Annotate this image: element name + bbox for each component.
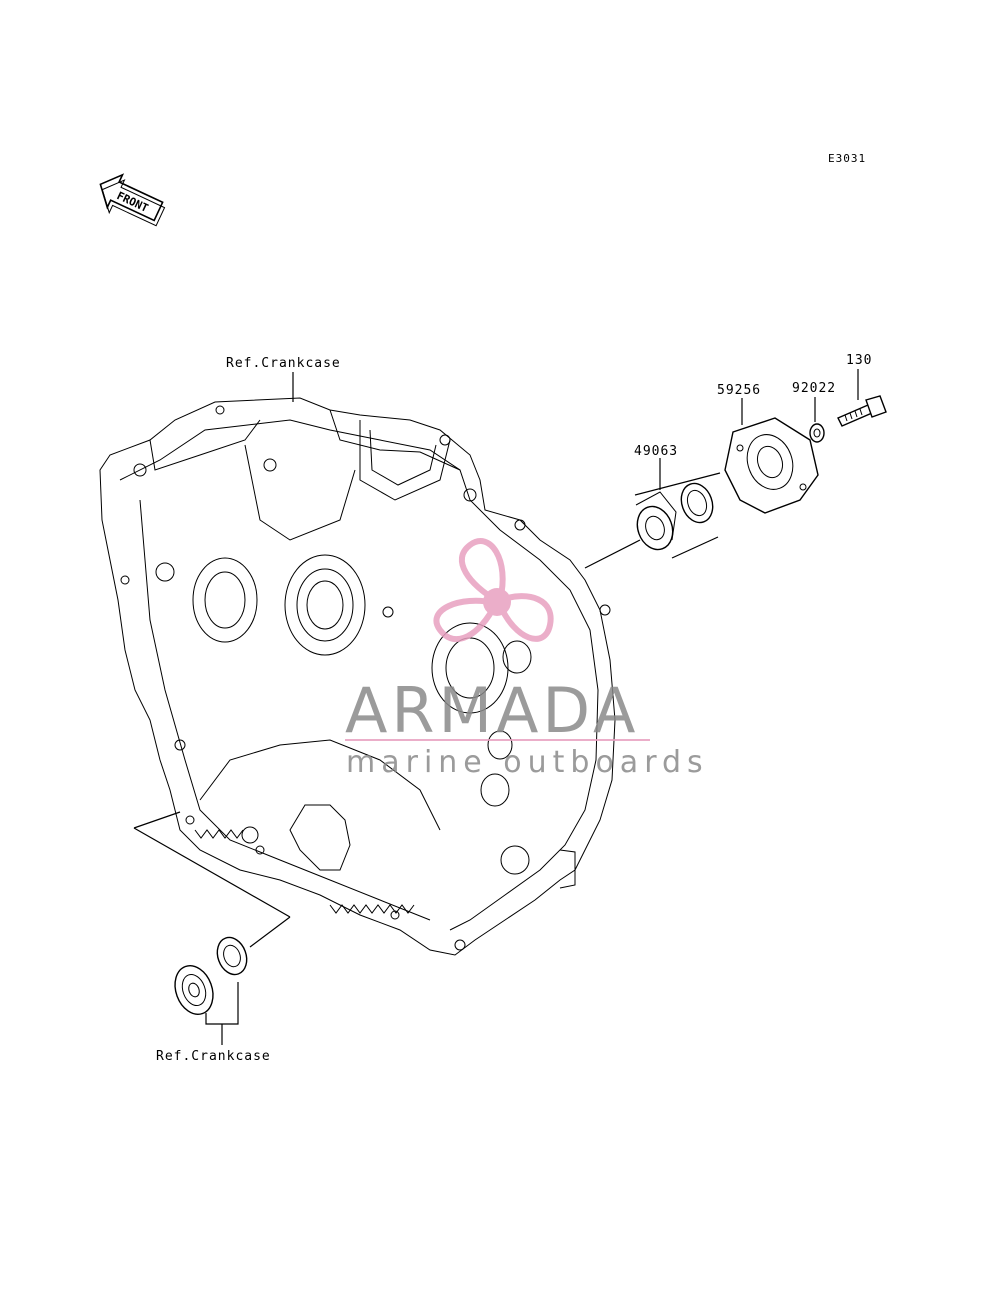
- diagram-code: E3031: [828, 152, 866, 165]
- assembly-bracket-top: [634, 472, 721, 496]
- label-130: 130: [846, 353, 872, 368]
- part-92022-washer: [809, 423, 825, 443]
- part-59256-cover: [724, 417, 819, 514]
- label-ref-crankcase-bottom: Ref.Crankcase: [156, 1049, 271, 1064]
- part-130-bolt: [837, 395, 887, 427]
- bolt-holes: [120, 405, 611, 951]
- label-ref-crankcase-top: Ref.Crankcase: [226, 356, 341, 371]
- label-92022: 92022: [792, 381, 836, 396]
- part-49063-oil-seal: [635, 491, 677, 551]
- assembly-axis-line: [584, 539, 641, 569]
- leader-ref-crankcase-bottom: [205, 982, 239, 1045]
- part-lower-bearing-small: [216, 936, 248, 976]
- part-lower-bearing-large: [174, 965, 214, 1015]
- label-49063: 49063: [634, 444, 678, 459]
- watermark: ARMADA marine outboards: [345, 538, 709, 780]
- lower-bracket-line-a: [133, 827, 291, 918]
- propeller-logo-icon: [433, 538, 554, 643]
- label-59256: 59256: [717, 383, 761, 398]
- front-arrow-icon: FRONT: [99, 173, 166, 227]
- watermark-brand: ARMADA: [345, 674, 639, 747]
- part-bearing-small: [680, 482, 714, 524]
- watermark-tagline: marine outboards: [346, 745, 709, 780]
- lower-bracket-line-c: [249, 916, 291, 948]
- assembly-bracket-bottom: [671, 536, 719, 559]
- lower-bracket-line-b: [133, 811, 181, 829]
